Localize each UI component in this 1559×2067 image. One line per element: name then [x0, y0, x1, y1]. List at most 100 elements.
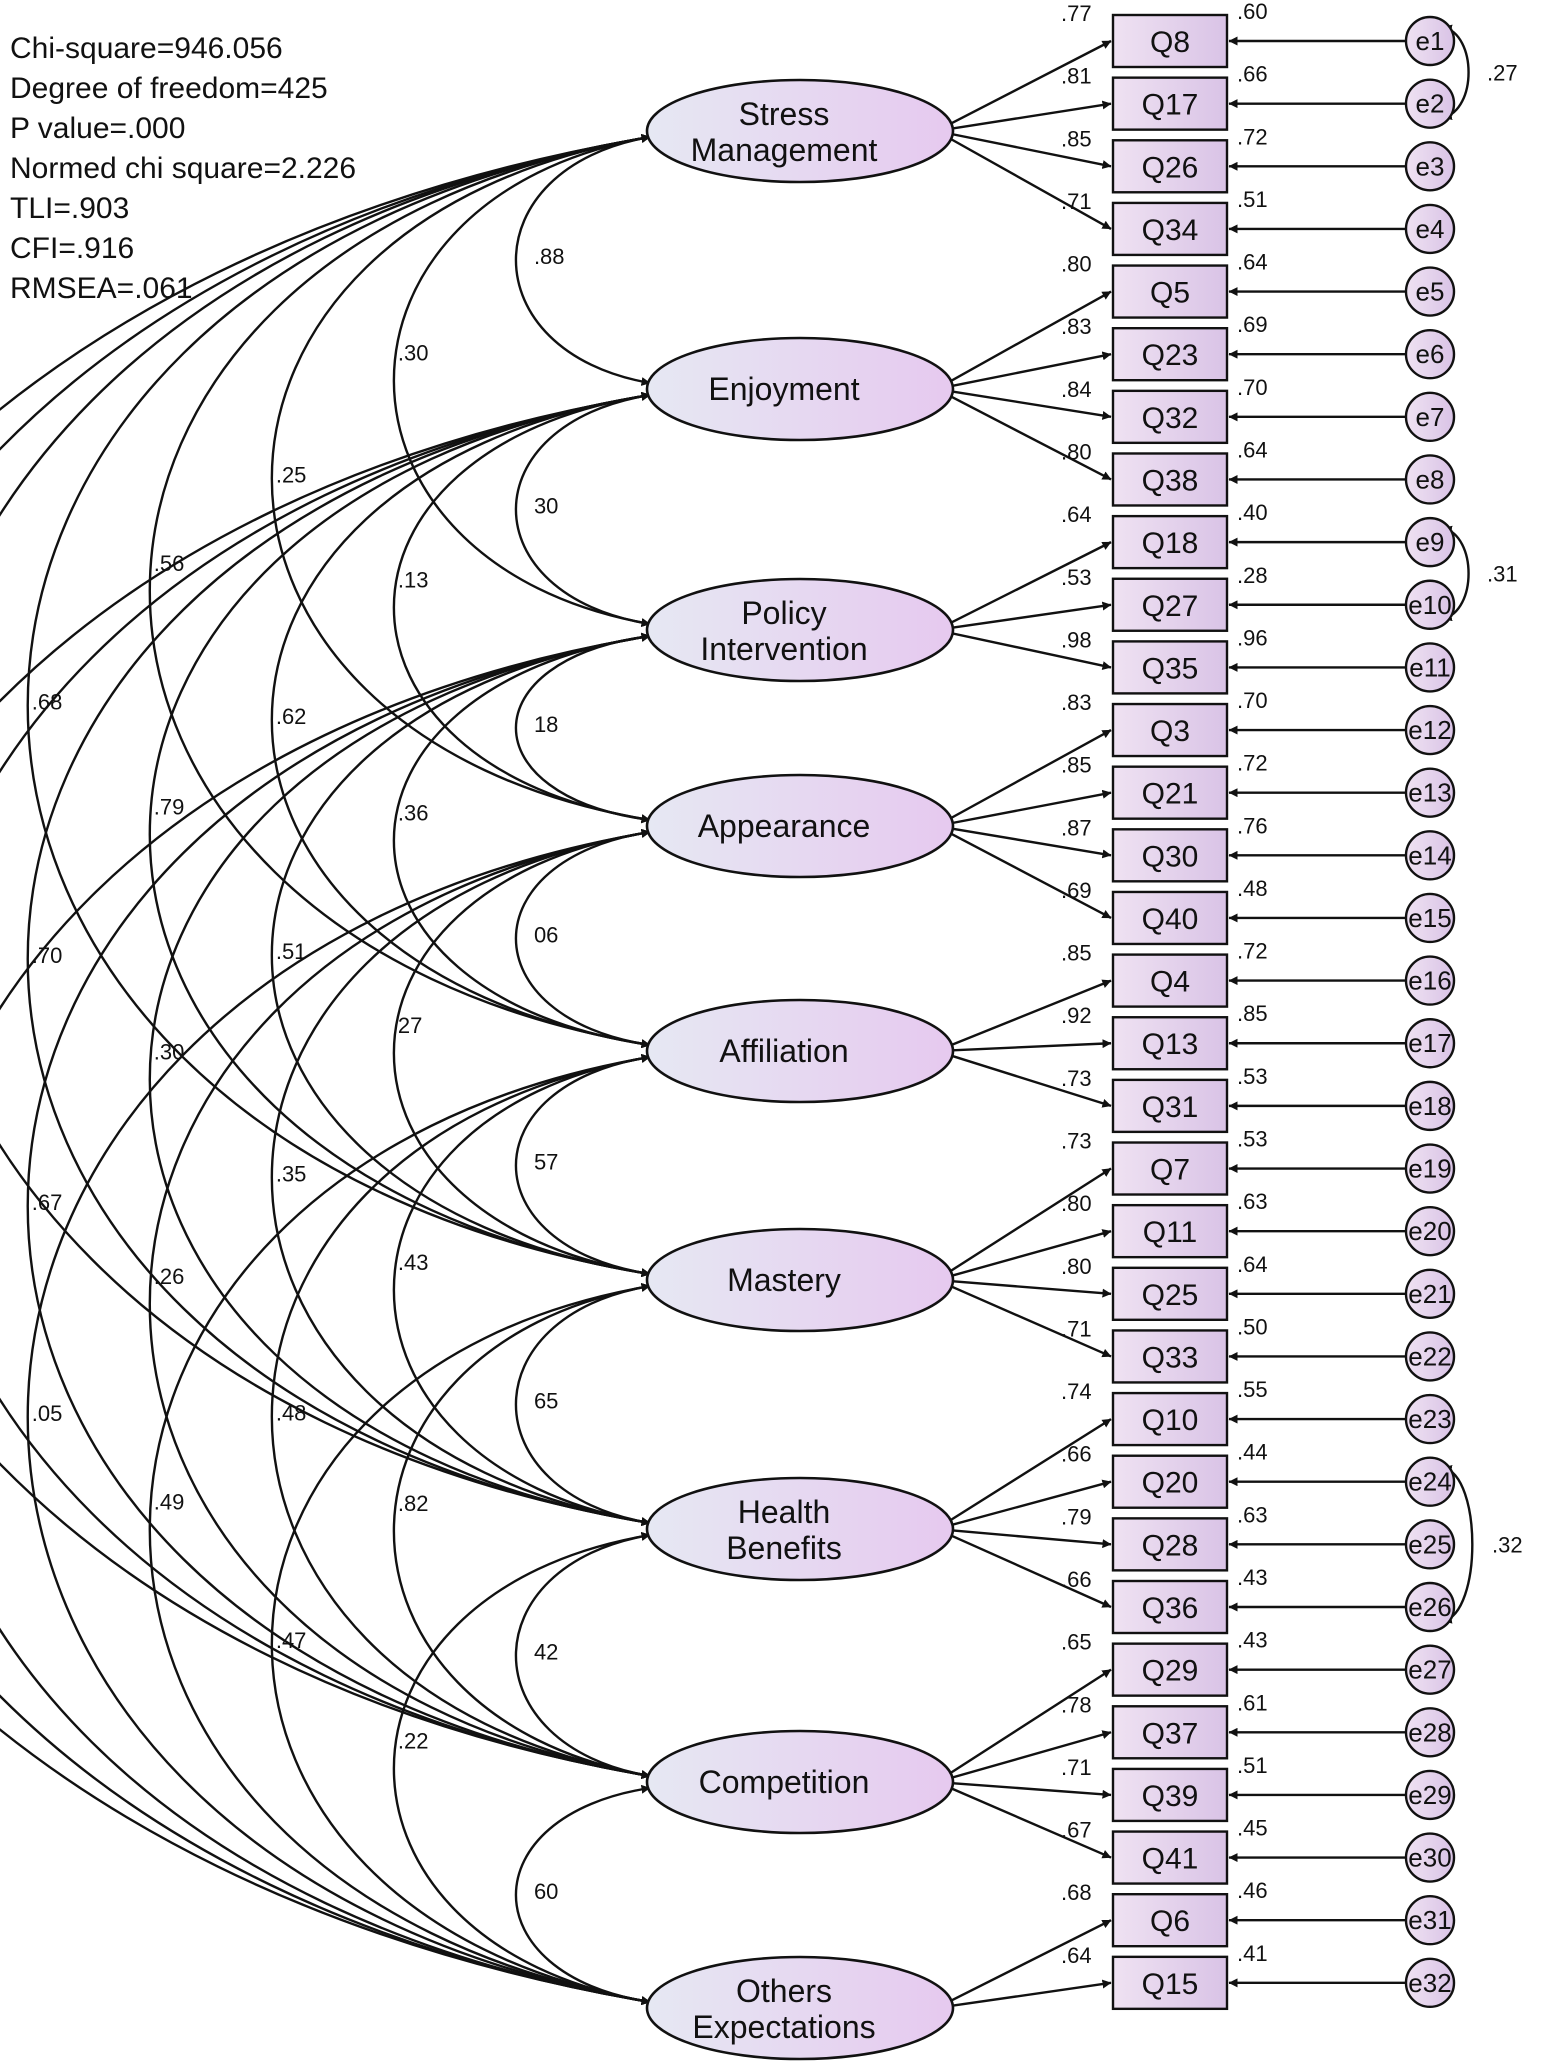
error-term-e7: e7	[1404, 391, 1456, 443]
r-squared-label: .70	[1237, 375, 1268, 400]
correlation-path	[514, 134, 651, 386]
factor-loadings: .77.81.85.71.80.83.84.80.64.53.98.83.85.…	[946, 1, 1112, 2008]
error-label: e7	[1416, 402, 1445, 432]
factor-ellipse	[645, 577, 955, 683]
error-label: e1	[1416, 26, 1445, 56]
loading-label: .73	[1061, 1129, 1092, 1154]
loading-arrow	[946, 1229, 1112, 1279]
loading-arrow	[946, 290, 1112, 385]
correlation-path	[514, 1282, 651, 1527]
error-circle	[1404, 141, 1456, 192]
r-squared-label: .72	[1237, 124, 1268, 149]
observed-items: Q8.60e1Q17.66e2Q26.72e3Q34.51e4Q5.64e5Q2…	[1111, 0, 1456, 2011]
error-label: e24	[1408, 1467, 1451, 1497]
item-label: Q32	[1142, 402, 1199, 435]
error-circle	[1404, 1018, 1456, 1069]
item-box-q26: Q26	[1111, 139, 1229, 194]
error-term-e4: e4	[1404, 203, 1456, 255]
error-circle	[1404, 1143, 1456, 1194]
factor-ellipse	[645, 336, 955, 442]
loading-label: .85	[1061, 941, 1092, 966]
item-rect	[1111, 1016, 1229, 1071]
loading-label: .78	[1061, 1692, 1092, 1717]
error-term-e21: e21	[1404, 1268, 1456, 1320]
factor-label: Mastery	[727, 1262, 841, 1298]
correlation-label: 18	[534, 712, 558, 737]
item-rect	[1111, 1830, 1229, 1885]
correlation-label: 42	[534, 1640, 558, 1665]
loading-arrow	[946, 39, 1112, 127]
correlation-path	[148, 133, 651, 1049]
fit-stat-cfi: CFI=.916	[10, 232, 134, 265]
correlation-path	[148, 391, 651, 1278]
loading-label: .68	[1061, 1880, 1092, 1905]
item-box-q38: Q38	[1111, 452, 1229, 507]
r-squared-label: .60	[1237, 0, 1268, 24]
item-label: Q41	[1142, 1843, 1199, 1876]
error-label: e17	[1408, 1028, 1451, 1058]
error-covariance-path	[1442, 1465, 1474, 1624]
error-covariance-label: .32	[1492, 1532, 1523, 1557]
error-term-e31: e31	[1404, 1894, 1456, 1946]
error-circle	[1404, 579, 1456, 630]
loading-label: .66	[1061, 1442, 1092, 1467]
item-box-q29: Q29	[1111, 1642, 1229, 1697]
r-squared-label: .72	[1237, 751, 1268, 776]
error-label: e16	[1408, 966, 1451, 996]
factor-label: Benefits	[726, 1530, 842, 1566]
item-label: Q3	[1150, 715, 1190, 748]
loading-arrow	[946, 1919, 1112, 2004]
r-squared-label: .85	[1237, 1001, 1268, 1026]
item-label: Q33	[1142, 1341, 1199, 1374]
item-box-q5: Q5	[1111, 264, 1229, 319]
correlation-path	[392, 1283, 651, 1779]
loading-label: .80	[1061, 439, 1092, 464]
factor-label: Policy	[741, 595, 826, 631]
factor-ellipse	[645, 78, 955, 184]
item-label: Q31	[1142, 1091, 1199, 1124]
item-rect	[1111, 264, 1229, 319]
correlation-path	[514, 1532, 651, 1779]
error-label: e8	[1416, 464, 1445, 494]
correlation-label: .47	[276, 1628, 307, 1653]
loading-arrow	[946, 1053, 1112, 1108]
latent-factors: StressManagementEnjoymentPolicyIntervent…	[645, 78, 955, 2061]
error-covariances: .27.31.32	[1442, 24, 1523, 1624]
r-squared-label: .96	[1237, 625, 1268, 650]
loading-label: .64	[1061, 502, 1092, 527]
error-label: e6	[1416, 339, 1445, 369]
correlation-path	[26, 133, 651, 1278]
correlation-path	[392, 632, 651, 1049]
loading-label: .71	[1061, 1755, 1092, 1780]
loading-arrow	[946, 728, 1112, 822]
correlation-label: .79	[154, 795, 185, 820]
item-label: Q29	[1142, 1655, 1199, 1688]
loading-label: .77	[1061, 1, 1092, 26]
item-rect	[1111, 514, 1229, 570]
item-label: Q37	[1142, 1717, 1199, 1750]
item-rect	[1111, 890, 1229, 946]
error-term-e19: e19	[1404, 1143, 1456, 1194]
error-term-e15: e15	[1404, 892, 1456, 944]
error-circle	[1404, 1268, 1456, 1320]
loading-arrow	[946, 1668, 1112, 1777]
error-circle	[1404, 1644, 1456, 1695]
error-circle	[1404, 1519, 1456, 1570]
item-label: Q4	[1150, 966, 1190, 999]
loading-arrow	[946, 830, 1112, 920]
item-box-q11: Q11	[1111, 1203, 1229, 1259]
error-label: e12	[1408, 715, 1451, 745]
loading-arrow	[946, 1979, 1112, 2008]
correlation-label: .67	[32, 1190, 63, 1215]
correlation-path	[392, 828, 651, 1278]
r-squared-label: .64	[1237, 437, 1268, 462]
item-rect	[1111, 953, 1229, 1008]
error-term-e16: e16	[1404, 955, 1456, 1006]
item-rect	[1111, 577, 1229, 632]
loading-label: .84	[1061, 377, 1092, 402]
correlation-path	[0, 133, 651, 1527]
correlation-label: .48	[276, 1401, 307, 1426]
correlation-path	[26, 391, 651, 1527]
